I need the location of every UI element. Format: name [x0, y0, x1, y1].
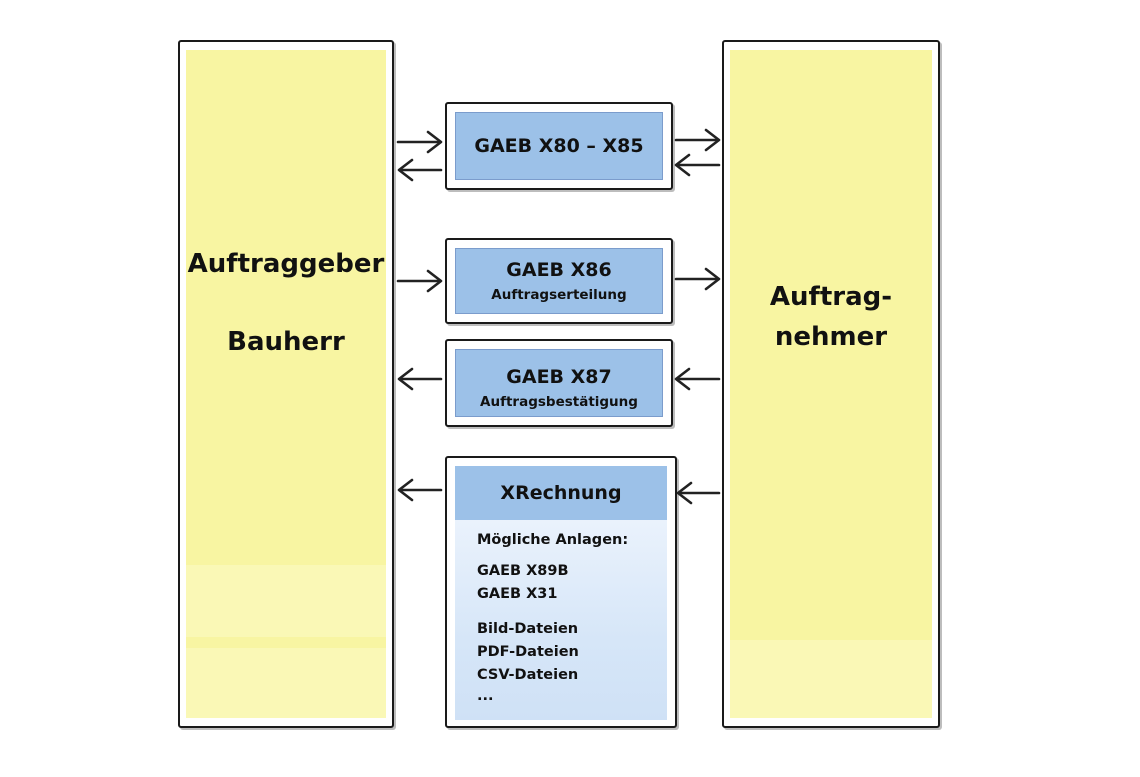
arrow-left-icon [397, 478, 443, 502]
message-box-x80-x85: GAEB X80 – X85 [445, 102, 673, 190]
message-box-x87: GAEB X87 Auftragsbestätigung [445, 339, 673, 427]
arrow-right-icon [396, 130, 443, 154]
contractor-label-line2: nehmer [774, 322, 888, 352]
contractor-column: Auftrag- nehmer [722, 40, 940, 728]
message-title: GAEB X80 – X85 [474, 135, 644, 157]
client-column-fill [186, 50, 386, 718]
attachments-label: Mögliche Anlagen: [477, 532, 629, 548]
message-title: GAEB X86 [506, 259, 612, 281]
attachment-item: PDF-Dateien [477, 644, 579, 660]
message-box-x80-x85-fill: GAEB X80 – X85 [455, 112, 663, 180]
attachment-item: CSV-Dateien [477, 667, 579, 683]
message-box-x87-fill: GAEB X87 Auftragsbestätigung [455, 349, 663, 417]
invoice-box-body: Mögliche Anlagen: GAEB X89B GAEB X31 Bil… [455, 520, 667, 720]
arrow-right-icon [674, 128, 721, 152]
arrow-left-icon [397, 158, 443, 182]
attachment-item: GAEB X89B [477, 563, 569, 579]
arrow-right-icon [396, 269, 443, 293]
arrow-left-icon [674, 153, 721, 177]
message-subtitle: Auftragserteilung [491, 287, 627, 303]
message-box-x86: GAEB X86 Auftragserteilung [445, 238, 673, 324]
contractor-label-line1: Auftrag- [769, 282, 893, 312]
invoice-title: XRechnung [500, 482, 622, 504]
attachment-item: GAEB X31 [477, 586, 558, 602]
arrow-left-icon [674, 367, 721, 391]
message-title: GAEB X87 [506, 366, 612, 388]
arrow-right-icon [674, 267, 721, 291]
invoice-box-header: XRechnung [455, 466, 667, 520]
client-label-line2: Bauherr [227, 327, 345, 357]
attachment-item: Bild-Dateien [477, 621, 579, 637]
arrow-left-icon [397, 367, 443, 391]
attachment-item: ... [477, 688, 494, 704]
message-subtitle: Auftragsbestätigung [480, 394, 638, 410]
invoice-box: XRechnung Mögliche Anlagen: GAEB X89B GA… [445, 456, 677, 728]
client-column: Auftraggeber Bauherr [178, 40, 394, 728]
contractor-column-fill [730, 50, 932, 718]
arrow-left-icon [676, 481, 721, 505]
message-box-x86-fill: GAEB X86 Auftragserteilung [455, 248, 663, 314]
client-label-line1: Auftraggeber [187, 249, 385, 279]
